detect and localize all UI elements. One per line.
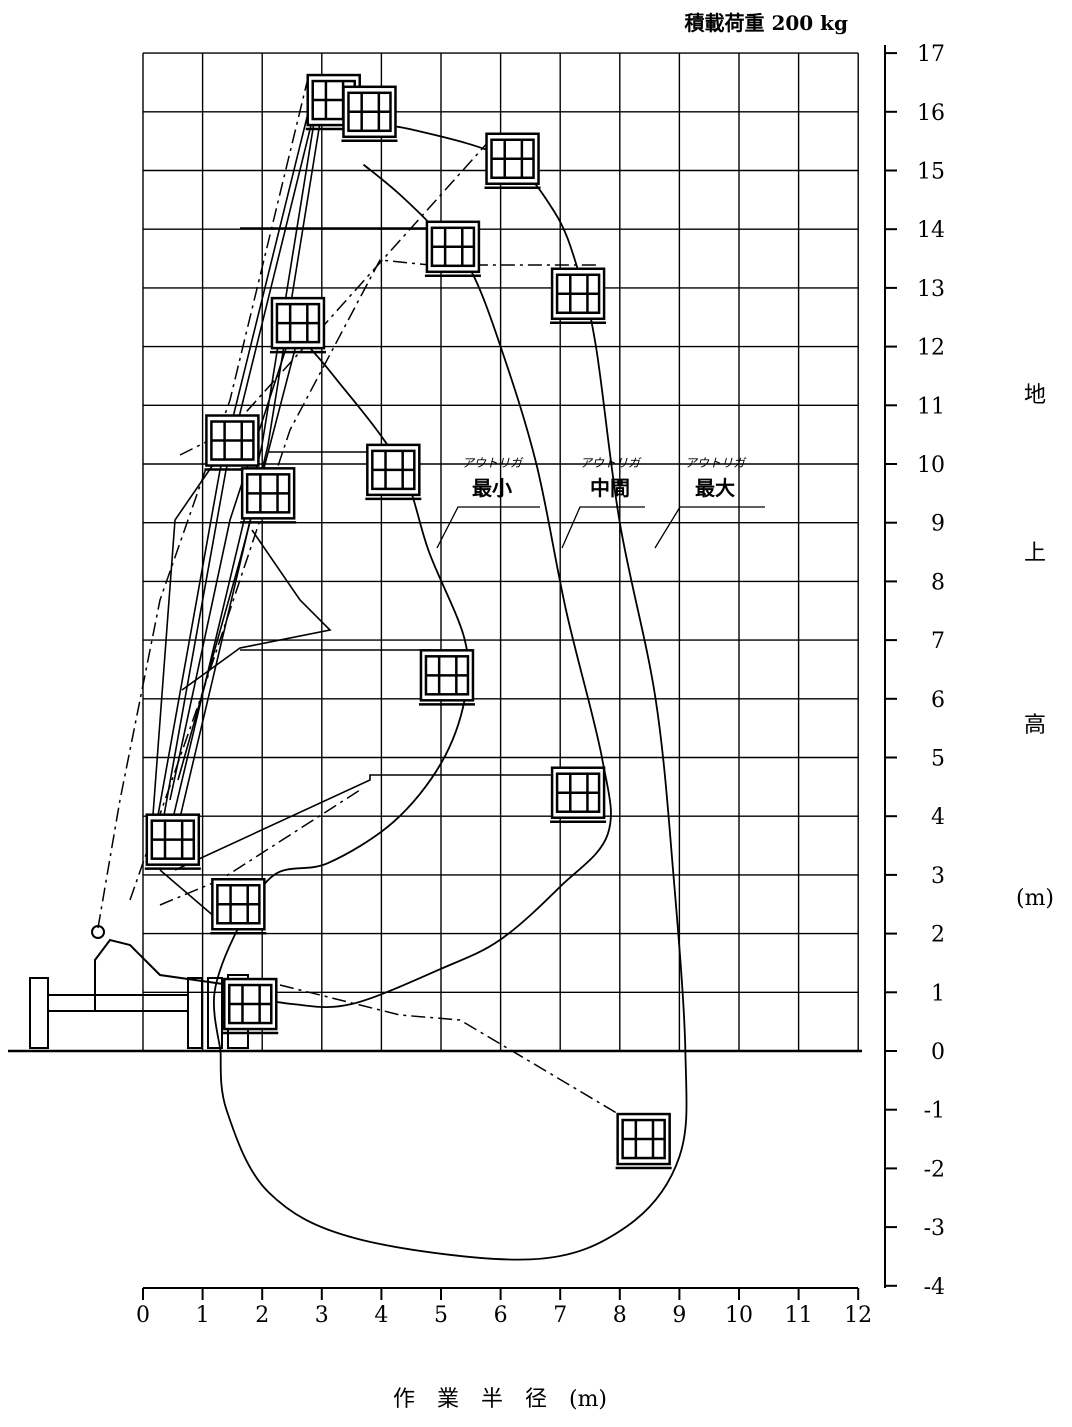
platform-bucket	[222, 977, 279, 1035]
annotation-intermediate-small: アウトリガ	[580, 456, 642, 470]
annotation-intermediate: アウトリガ 中間	[561, 456, 645, 549]
y-tick-label: 14	[917, 218, 945, 243]
y-label-char-3: 高	[1024, 713, 1046, 738]
y-tick-label: 10	[917, 453, 945, 478]
y-tick-label: -3	[924, 1216, 945, 1241]
annotation-minimum: アウトリガ 最小	[436, 456, 540, 549]
y-tick-label: -1	[924, 1099, 945, 1124]
x-tick-label: 4	[374, 1303, 388, 1328]
x-tick-label: 0	[136, 1303, 150, 1328]
platform-bucket	[418, 649, 475, 706]
y-label-char-1: 地	[1024, 383, 1046, 408]
y-label-char-4: (m)	[1016, 886, 1054, 911]
y-label-char-2: 上	[1024, 541, 1046, 566]
y-tick-label: 0	[931, 1040, 945, 1065]
x-tick-label: 9	[672, 1303, 686, 1328]
x-tick-label: 6	[494, 1303, 508, 1328]
y-tick-label: 11	[917, 394, 945, 419]
annotation-minimum-small: アウトリガ	[462, 456, 524, 470]
x-tick-label: 12	[844, 1303, 872, 1328]
y-tick-label: 1	[931, 981, 945, 1006]
annotation-maximum-big: 最大	[695, 476, 735, 500]
platform-buckets	[144, 73, 672, 1170]
chart-title: 積載荷重 200 kg	[684, 11, 848, 35]
platform-bucket	[424, 220, 481, 278]
envelope-maximum	[219, 122, 688, 1261]
y-tick-label: 2	[931, 923, 945, 948]
annotation-intermediate-big: 中間	[590, 476, 630, 500]
x-tick-label: 2	[255, 1303, 269, 1328]
outrigger-annotations: アウトリガ 最小 アウトリガ 中間 アウトリガ 最大	[436, 456, 765, 549]
platform-bucket	[550, 766, 607, 823]
y-tick-label: 4	[931, 805, 945, 830]
x-tick-label: 8	[613, 1303, 627, 1328]
platform-bucket	[144, 813, 201, 870]
y-axis-label: 地 上 高 (m)	[1016, 383, 1054, 911]
platform-bucket	[204, 414, 261, 471]
y-tick-label: 7	[931, 629, 945, 654]
platform-bucket	[269, 296, 326, 354]
y-tick-label: 6	[931, 688, 945, 713]
y-tick-label: -2	[924, 1157, 945, 1182]
y-tick-label: 16	[917, 101, 945, 126]
x-tick-label: 7	[553, 1303, 567, 1328]
annotation-maximum: アウトリガ 最大	[654, 456, 765, 549]
x-tick-label: 3	[315, 1303, 329, 1328]
platform-bucket	[484, 132, 541, 190]
annotation-maximum-small: アウトリガ	[685, 456, 747, 470]
boom-dash-lines	[97, 77, 621, 1116]
platform-bucket	[240, 467, 297, 524]
y-tick-label: 13	[917, 277, 945, 302]
y-tick-label: -4	[924, 1275, 945, 1300]
platform-bucket	[210, 878, 267, 935]
y-tick-label: 3	[931, 864, 945, 889]
y-tick-label: 12	[917, 336, 945, 361]
x-tick-label: 5	[434, 1303, 448, 1328]
x-tick-label: 11	[785, 1303, 813, 1328]
platform-bucket	[550, 267, 607, 325]
x-tick-label: 1	[196, 1303, 210, 1328]
annotation-minimum-big: 最小	[472, 476, 512, 500]
platform-bucket	[341, 85, 398, 143]
y-tick-label: 9	[931, 512, 945, 537]
y-tick-label: 17	[917, 42, 945, 67]
x-tick-label: 10	[725, 1303, 753, 1328]
y-tick-label: 15	[917, 160, 945, 185]
platform-bucket	[615, 1112, 672, 1170]
y-tick-label: 5	[931, 747, 945, 772]
platform-bucket	[365, 443, 422, 501]
x-axis-label: 作 業 半 径 (m)	[393, 1387, 607, 1412]
y-tick-label: 8	[931, 570, 945, 595]
